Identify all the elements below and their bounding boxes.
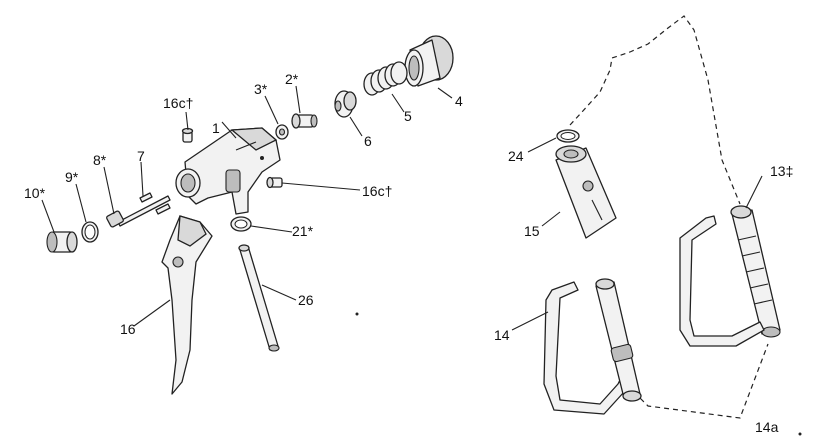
part-4-housing <box>404 35 454 87</box>
part-26-filter <box>238 244 280 352</box>
part-16-trigger <box>161 215 213 395</box>
callout-16: 16 <box>120 321 136 337</box>
callout-9: 9* <box>65 169 79 185</box>
callout-26: 26 <box>298 292 314 308</box>
part-1-gun-body <box>175 127 281 215</box>
callout-8: 8* <box>93 152 107 168</box>
part-16c-screw-top <box>181 127 194 143</box>
left-leaders <box>41 85 453 327</box>
callout-24: 24 <box>508 148 524 164</box>
part-16c-screw-right <box>266 176 283 189</box>
marker-dot <box>355 312 359 316</box>
part-24-oring <box>556 129 580 143</box>
callout-1: 1 <box>212 120 220 136</box>
part-21-ring <box>230 216 252 232</box>
part-14-hose-left <box>595 278 642 402</box>
right-leaders <box>511 137 763 331</box>
part-15-swivel <box>555 145 617 239</box>
part-6-seat <box>334 90 357 118</box>
callout-15: 15 <box>524 223 540 239</box>
callout-10: 10* <box>24 185 46 201</box>
marker-dot <box>798 432 802 436</box>
part-7-pins <box>139 192 171 215</box>
callout-16c-right: 16c† <box>362 183 392 199</box>
callout-13: 13‡ <box>770 163 793 179</box>
part-13-guard-right <box>679 215 765 347</box>
callout-3: 3* <box>254 81 268 97</box>
callout-14a: 14a <box>755 419 779 435</box>
callout-2: 2* <box>285 71 299 87</box>
callout-6: 6 <box>364 133 372 149</box>
part-9-oring <box>81 221 99 243</box>
part-13-hose-right <box>730 205 781 338</box>
part-2-fitting <box>291 113 318 129</box>
callout-14: 14 <box>494 327 510 343</box>
callout-16c-top: 16c† <box>163 95 193 111</box>
callout-21: 21* <box>292 223 314 239</box>
assembly-path-dashed <box>569 15 769 419</box>
callout-5: 5 <box>404 108 412 124</box>
part-3-seal <box>275 124 289 140</box>
part-10-cap <box>46 231 78 253</box>
callout-7: 7 <box>137 148 145 164</box>
part-5-spring <box>363 61 408 96</box>
callout-4: 4 <box>455 93 463 109</box>
part-8-needle <box>106 195 171 228</box>
